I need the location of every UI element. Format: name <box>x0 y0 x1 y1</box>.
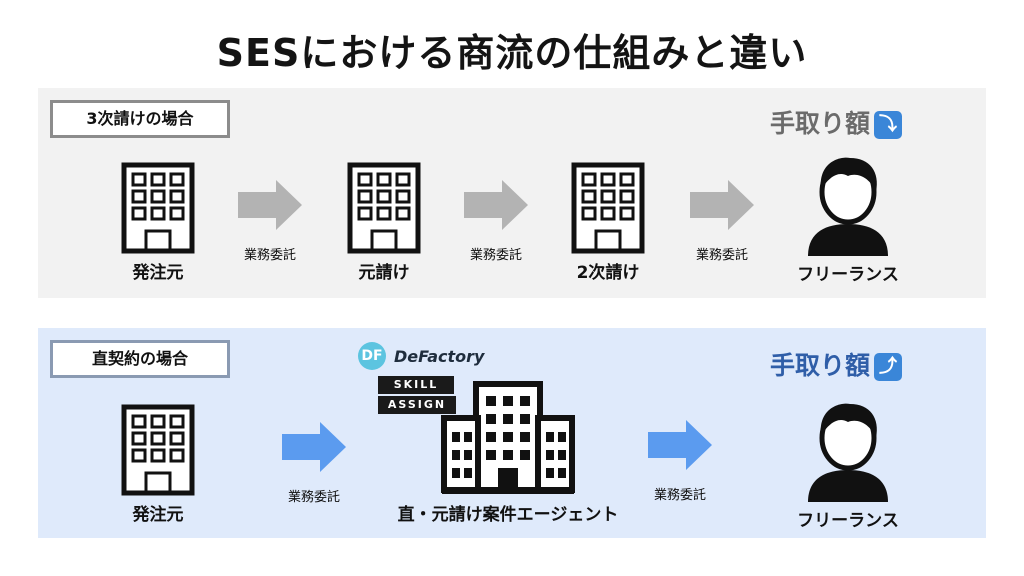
freelancer-node: フリーランス <box>778 396 918 531</box>
take-home-text: 手取り額 <box>770 351 871 380</box>
right-arrow-icon <box>464 180 528 230</box>
skill-wordmark: SKILL <box>378 376 454 394</box>
node-label: フリーランス <box>797 265 899 285</box>
prime-contractor-node: 元請け <box>344 162 424 283</box>
case-label: 直契約の場合 <box>50 340 230 378</box>
building-icon <box>571 162 645 254</box>
arrow-label: 業務委託 <box>695 248 748 263</box>
arrow-label: 業務委託 <box>287 490 340 505</box>
defactory-mark-icon: DF <box>358 342 386 370</box>
take-home-text: 手取り額 <box>770 109 871 138</box>
delegation-arrow: 業務委託 <box>464 180 528 263</box>
arrow-down-badge-icon: ⤵ <box>874 111 903 139</box>
three-tier-panel: 3次請けの場合 手取り額⤵ 発注元 業務委託 <box>38 88 986 298</box>
case-label: 3次請けの場合 <box>50 100 230 138</box>
arrow-label: 業務委託 <box>243 248 296 263</box>
defactory-wordmark: DeFactory <box>394 346 485 366</box>
defactory-logo: DF DeFactory <box>358 342 484 370</box>
right-arrow-icon <box>690 180 754 230</box>
take-home-label: 手取り額⤵ <box>770 104 903 140</box>
page-title: SESにおける商流の仕組みと違い <box>216 31 808 75</box>
office-buildings-icon <box>441 381 575 494</box>
right-arrow-icon <box>238 180 302 230</box>
freelancer-node: フリーランス <box>778 150 918 285</box>
building-icon <box>121 404 195 496</box>
delegation-arrow: 業務委託 <box>282 422 346 505</box>
take-home-label: 手取り額⤴ <box>770 346 903 382</box>
delegation-arrow: 業務委託 <box>690 180 754 263</box>
delegation-arrow: 業務委託 <box>648 420 712 503</box>
client-node: 発注元 <box>118 162 198 283</box>
arrow-up-badge-icon: ⤴ <box>874 353 903 381</box>
person-icon <box>808 157 888 256</box>
right-arrow-icon <box>282 422 346 472</box>
secondary-contractor-node: 2次請け <box>568 162 648 283</box>
agent-node: 直・元請け案件エージェント <box>378 380 638 525</box>
right-arrow-icon <box>648 420 712 470</box>
node-label: 発注元 <box>132 505 184 525</box>
node-label: 元請け <box>358 263 410 283</box>
arrow-label: 業務委託 <box>653 488 706 503</box>
building-icon <box>121 162 195 254</box>
delegation-arrow: 業務委託 <box>238 180 302 263</box>
node-label: 2次請け <box>576 263 640 283</box>
arrow-label: 業務委託 <box>469 248 522 263</box>
client-node: 発注元 <box>118 404 198 525</box>
node-label: フリーランス <box>797 511 899 531</box>
direct-contract-panel: 直契約の場合 手取り額⤴ 発注元 業務委託 DF DeFactory SKILL… <box>38 328 986 538</box>
node-label: 発注元 <box>132 263 184 283</box>
assign-wordmark: ASSIGN <box>378 396 456 414</box>
skill-assign-logo: SKILL ASSIGN <box>378 376 456 416</box>
node-label: 直・元請け案件エージェント <box>397 505 619 525</box>
building-icon <box>347 162 421 254</box>
person-icon <box>808 403 888 502</box>
